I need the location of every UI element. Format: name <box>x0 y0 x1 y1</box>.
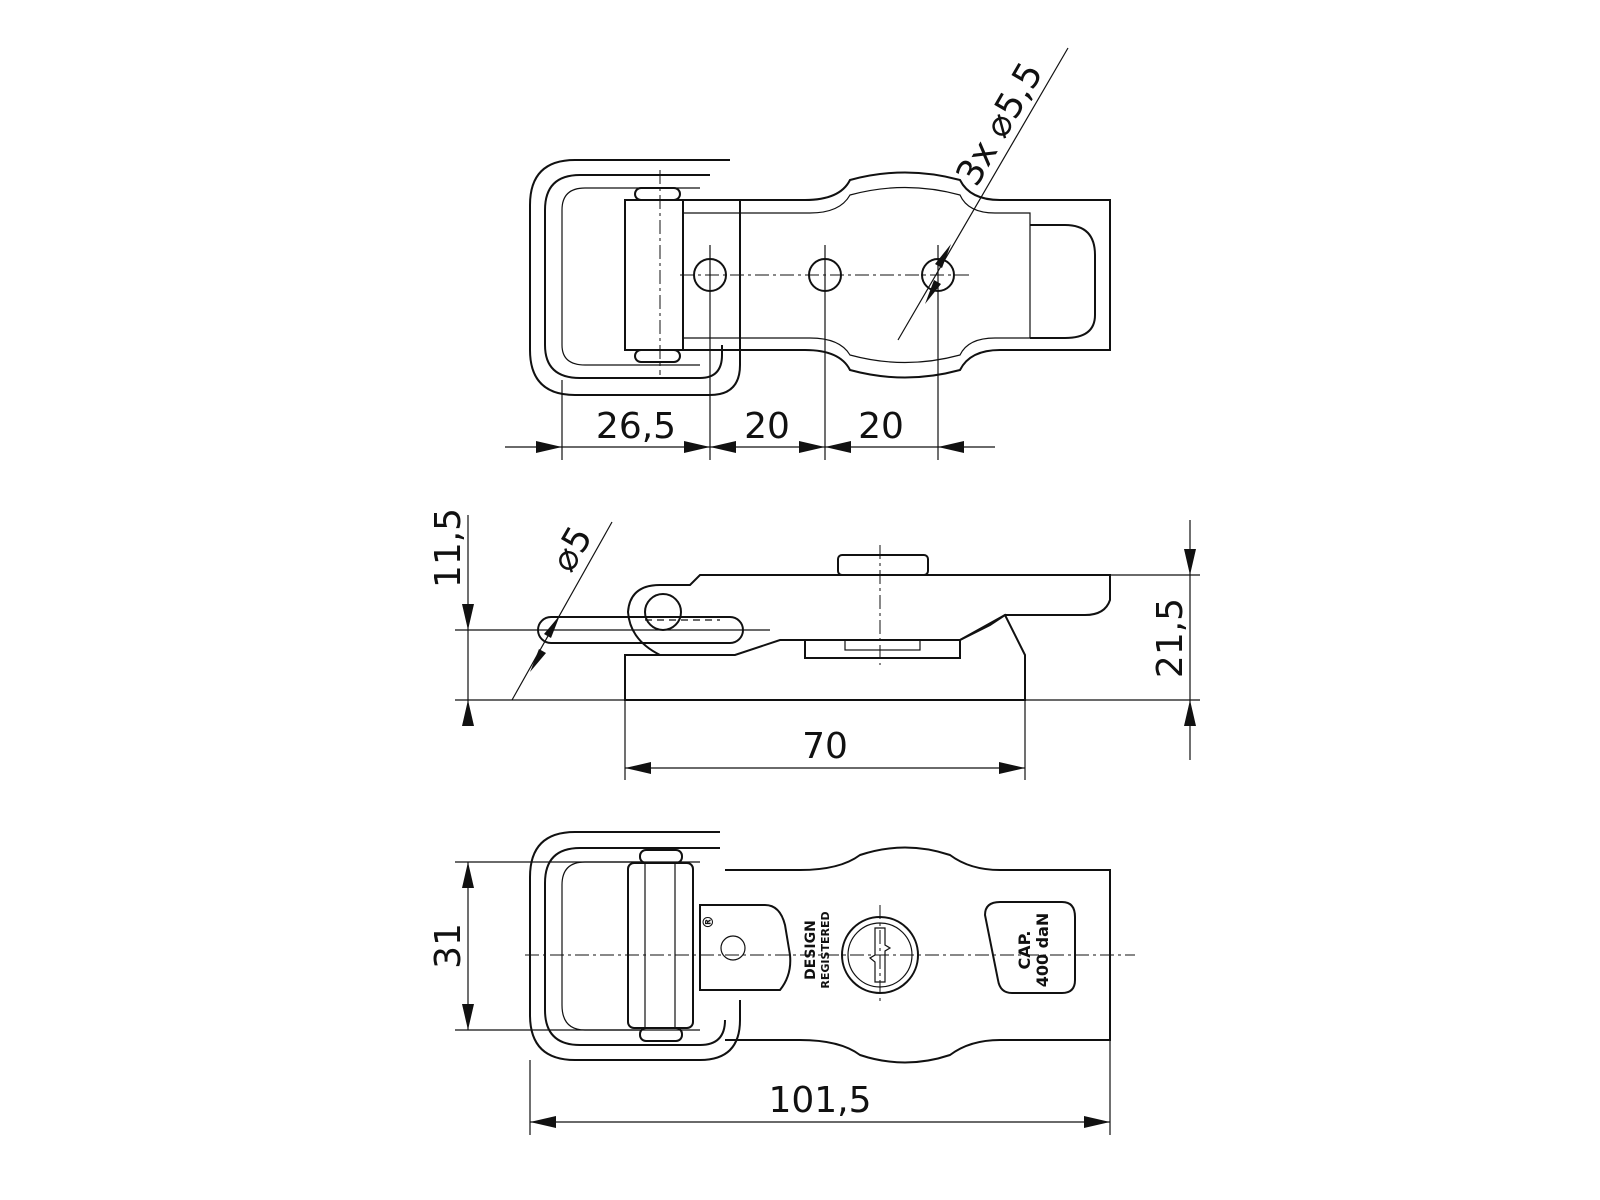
side-view: 11,5 ⌀5 21,5 70 <box>428 508 1200 780</box>
bail-inner <box>544 847 726 1046</box>
arrow <box>544 615 560 638</box>
bail-inner <box>544 174 723 379</box>
bail-outer <box>529 159 741 396</box>
dim-101-5: 101,5 <box>768 1080 871 1121</box>
pin-diameter-leader <box>511 521 613 701</box>
bottom-view: ® DESIGN REGISTERED CAP. 400 daN 31 101,… <box>428 831 1135 1135</box>
lock-plate-inner <box>844 639 921 651</box>
arrow <box>462 862 474 888</box>
bail-outer <box>529 831 741 1061</box>
key-slot-icon <box>868 927 892 983</box>
hinge-block <box>624 199 684 351</box>
design-text: DESIGN <box>803 920 819 980</box>
hole-callout-leader <box>897 47 1069 341</box>
lock-cylinder <box>837 554 929 576</box>
dim-dia-5: ⌀5 <box>543 520 601 579</box>
arrow <box>462 700 474 726</box>
roller-cap-top <box>639 849 683 864</box>
dim-21-5: 21,5 <box>1150 598 1191 678</box>
hook-slot <box>1030 224 1096 339</box>
arrow <box>825 441 851 453</box>
arrow <box>938 441 964 453</box>
roller <box>627 862 694 1029</box>
arrow <box>462 1004 474 1030</box>
brand-logo-icon <box>720 935 746 961</box>
arrow <box>530 1116 556 1128</box>
arrow <box>1084 1116 1110 1128</box>
arrow <box>684 441 710 453</box>
arrow <box>999 762 1025 774</box>
capacity-badge <box>983 901 1076 994</box>
arrow <box>1184 700 1196 726</box>
roller-cap-bottom <box>639 1027 683 1042</box>
bail-inner-2 <box>561 861 700 1031</box>
arrow <box>935 244 951 268</box>
pivot-pin-bottom <box>634 349 681 363</box>
base-plate <box>683 171 1111 379</box>
dim-11-5: 11,5 <box>428 508 469 588</box>
dim-20-a: 20 <box>744 406 790 447</box>
arrow <box>530 649 546 672</box>
pivot-eye <box>644 593 682 631</box>
arrow <box>925 280 941 304</box>
load-text: 400 daN <box>1033 913 1052 988</box>
logo-tab <box>699 904 792 991</box>
bail-inner-2 <box>561 187 700 366</box>
arrow <box>536 441 562 453</box>
dim-31: 31 <box>428 923 469 969</box>
top-view: 26,5 20 20 3x ⌀5,5 <box>505 47 1111 460</box>
pivot-pin-top <box>634 187 681 201</box>
arrow <box>1184 549 1196 575</box>
arrow <box>625 762 651 774</box>
arrow <box>799 441 825 453</box>
cap-text: CAP. <box>1015 931 1034 970</box>
dim-70: 70 <box>802 726 848 767</box>
lock-plate <box>804 639 961 659</box>
registered-mark: ® <box>701 915 717 929</box>
arrow <box>462 604 474 630</box>
arrow <box>710 441 736 453</box>
dim-26-5: 26,5 <box>596 406 676 447</box>
registered-text: REGISTERED <box>819 911 832 988</box>
hole-callout: 3x ⌀5,5 <box>949 56 1052 193</box>
plate-inner <box>720 186 1031 364</box>
dim-20-b: 20 <box>858 406 904 447</box>
